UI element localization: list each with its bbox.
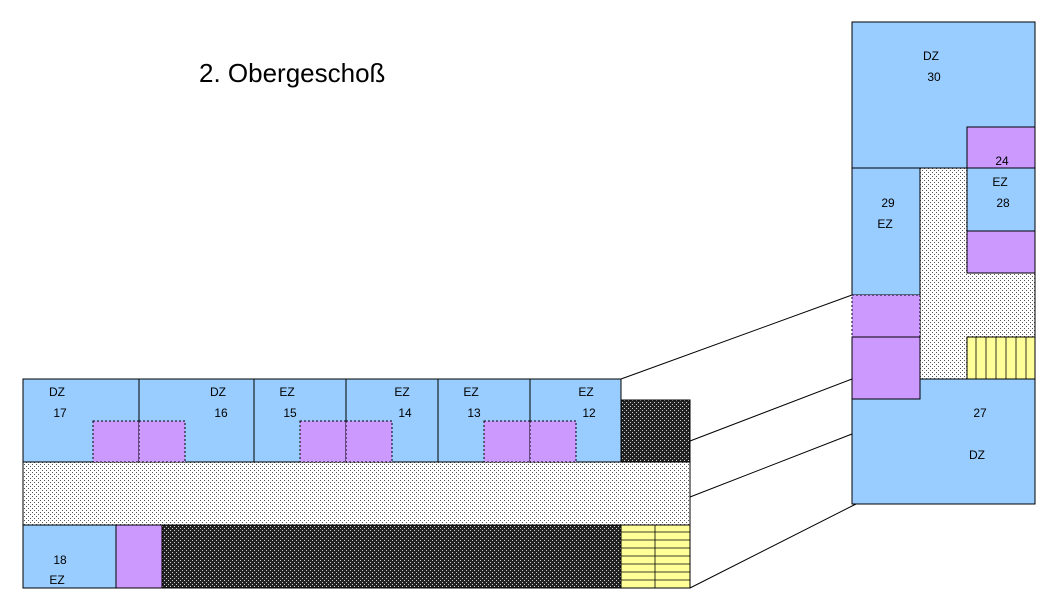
room-29[interactable] <box>851 167 921 296</box>
bath-15 <box>299 420 347 463</box>
room-28-type: EZ <box>992 175 1007 189</box>
room-14-number: 14 <box>398 406 412 420</box>
bath-18 <box>115 524 163 589</box>
room-29-type: EZ <box>877 217 892 231</box>
room-27[interactable] <box>851 378 1036 505</box>
room-17-type: DZ <box>49 385 65 399</box>
connector-lines <box>620 294 857 589</box>
bath-14 <box>345 420 393 463</box>
room-15-number: 15 <box>283 406 297 420</box>
service-dark-bottom <box>161 524 622 589</box>
room-30-type: DZ <box>923 49 939 63</box>
bath-24 <box>966 126 1036 169</box>
room-18-type: EZ <box>49 573 64 587</box>
room-13-type: EZ <box>463 385 478 399</box>
room-17-number: 17 <box>53 406 67 420</box>
room-28-number: 28 <box>996 196 1010 210</box>
bath-12 <box>529 420 577 463</box>
room-16-type: DZ <box>210 385 226 399</box>
room-30-number: 30 <box>927 70 941 84</box>
shaft-dark-top <box>620 399 691 463</box>
bath-13 <box>483 420 531 463</box>
room-29-number: 29 <box>881 196 895 210</box>
bath-29 <box>851 294 921 338</box>
room-12-type: EZ <box>578 385 593 399</box>
room-27-number: 27 <box>973 406 987 420</box>
room-18[interactable] <box>22 524 117 589</box>
bath-16 <box>138 420 186 463</box>
bath-28 <box>966 230 1036 274</box>
room-14-type: EZ <box>394 385 409 399</box>
room-24-number: 24 <box>995 154 1009 168</box>
room-28[interactable] <box>966 167 1036 232</box>
page-title: 2. Obergeschoß <box>199 58 386 88</box>
stairs-right <box>966 336 1036 380</box>
bath-17 <box>92 420 140 463</box>
room-12-number: 12 <box>582 406 596 420</box>
room-27-type: DZ <box>969 448 985 462</box>
room-13-number: 13 <box>467 406 481 420</box>
corridor-left <box>22 461 691 526</box>
room-15-type: EZ <box>279 385 294 399</box>
room-18-number: 18 <box>53 553 67 567</box>
bath-27 <box>851 336 921 400</box>
room-16-number: 16 <box>214 406 228 420</box>
stairs-left <box>620 524 691 589</box>
